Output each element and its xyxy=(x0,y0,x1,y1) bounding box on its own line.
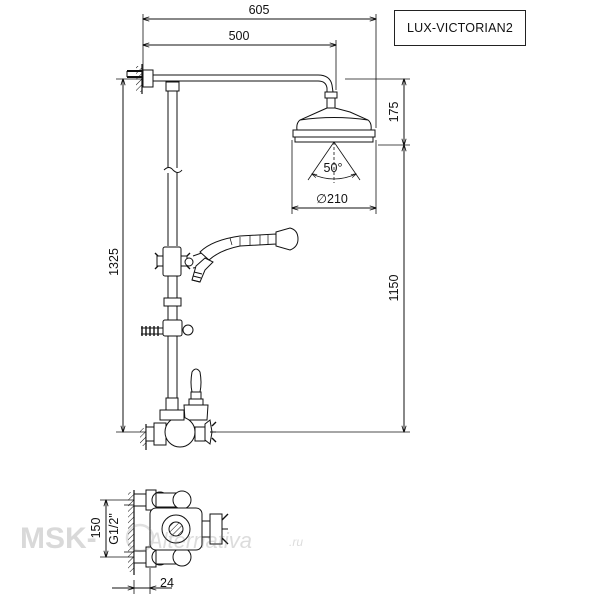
dim-175-label: 175 xyxy=(387,102,401,123)
dim-1150 xyxy=(212,145,410,432)
dim-210 xyxy=(292,140,376,214)
model-label-box: LUX-VICTORIAN2 xyxy=(394,10,526,46)
bottom-view-valve xyxy=(100,489,229,594)
watermark-part3: .ru xyxy=(289,535,303,549)
dim-1325-label: 1325 xyxy=(107,248,121,276)
shower-arm xyxy=(153,74,338,109)
shower-head xyxy=(292,107,376,183)
dim-210-label: ∅210 xyxy=(316,192,348,206)
dim-1325 xyxy=(116,79,150,432)
dim-50-label: 50° xyxy=(324,161,343,175)
dim-24-label: 24 xyxy=(160,576,174,590)
watermark-part1: MSK- xyxy=(20,522,97,555)
dim-150-label: 150 xyxy=(89,518,103,539)
hand-shower xyxy=(191,227,299,283)
slider-holder xyxy=(154,246,211,277)
top-wall-bracket xyxy=(126,64,154,94)
watermark-part2: Alternativa xyxy=(146,528,252,553)
dim-thread-label: G1/2" xyxy=(107,513,121,545)
watermark: MSK- Alternativa .ru xyxy=(20,522,303,555)
watermark-logo-icon xyxy=(125,523,155,553)
hose-connector xyxy=(141,297,194,337)
valve-body xyxy=(140,397,217,450)
dim-605-label: 605 xyxy=(249,3,270,17)
riser-pipe xyxy=(163,81,183,398)
model-label: LUX-VICTORIAN2 xyxy=(406,21,514,35)
dim-500 xyxy=(143,40,336,90)
dim-1150-label: 1150 xyxy=(387,275,401,302)
diverter-handle xyxy=(183,368,209,421)
dim-500-label: 500 xyxy=(229,29,250,43)
